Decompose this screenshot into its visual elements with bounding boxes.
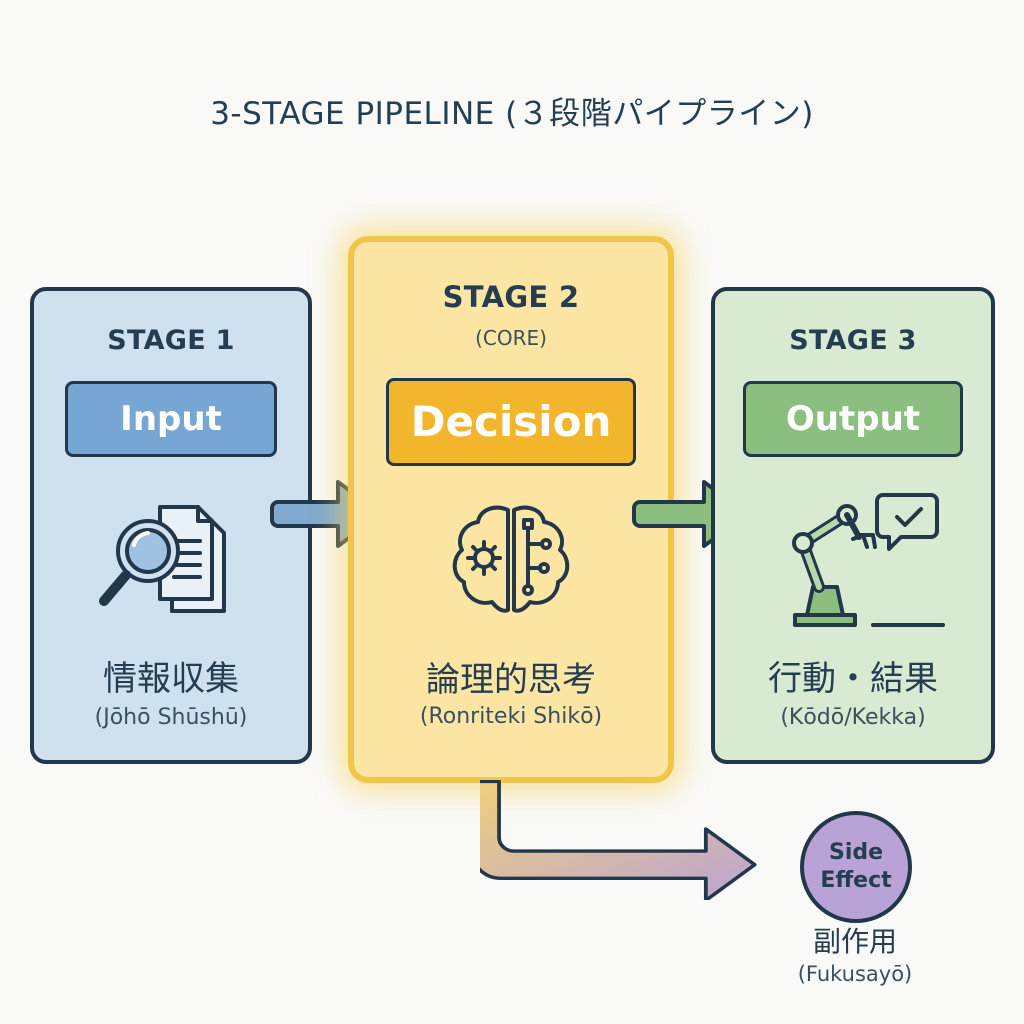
stage-2-romaji: (Ronriteki Shikō) xyxy=(419,704,603,729)
stage-3-japanese: 行動・結果 xyxy=(768,659,938,699)
stage-1-romaji: (Jōhō Shūshū) xyxy=(94,705,248,730)
stage-2-japanese: 論理的思考 xyxy=(426,660,596,700)
side-effect-label-line2: Effect xyxy=(820,868,892,893)
brain-gear-icon xyxy=(452,505,570,613)
stage-3-label: STAGE 3 xyxy=(789,325,917,356)
side-effect-label-line1: Side xyxy=(828,840,884,865)
stage-1-japanese: 情報収集 xyxy=(103,659,239,699)
robot-arm-check-icon xyxy=(792,493,945,627)
stage-2-pill: Decision xyxy=(386,378,636,466)
stage-3-romaji: (Kōdō/Kekka) xyxy=(780,705,926,730)
magnifier-document-icon xyxy=(99,505,226,613)
side-effect-romaji: (Fukusayō) xyxy=(797,962,913,986)
stage-1-label: STAGE 1 xyxy=(107,325,235,356)
arrow-stage2-to-side-effect xyxy=(480,780,757,900)
stage-1-box: STAGE 1 Input 情報収集 (Jōhō Shūshū) xyxy=(30,287,312,764)
stage-2-sub: (CORE) xyxy=(475,326,547,350)
stage-2-label: STAGE 2 xyxy=(442,280,580,314)
stage-3-box: STAGE 3 Output 行動・結果 (Kōdō/Kekka) xyxy=(711,287,995,764)
side-effect-circle: Side Effect xyxy=(800,811,912,923)
stage-2-box: STAGE 2 (CORE) Decision 論理的思考 (Ronriteki… xyxy=(348,236,674,783)
stage-1-pill: Input xyxy=(65,381,277,457)
diagram-title: 3-STAGE PIPELINE (３段階パイプライン) xyxy=(210,96,814,132)
side-effect-japanese: 副作用 xyxy=(812,925,897,958)
stage-3-pill: Output xyxy=(743,381,963,457)
